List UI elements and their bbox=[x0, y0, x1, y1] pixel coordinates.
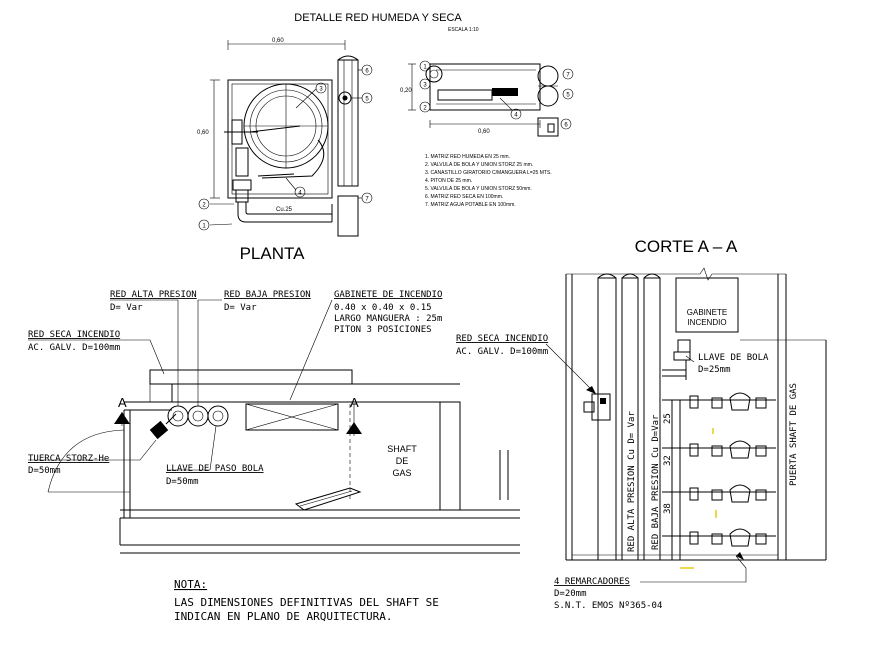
gabinete-hose: LARGO MANGUERA : 25m bbox=[334, 314, 442, 324]
remarc-title: 4 REMARCADORES bbox=[554, 577, 630, 587]
plan-dim-top: 0,60 bbox=[272, 38, 284, 44]
section-llave-bola: LLAVE DE BOLA bbox=[698, 353, 769, 363]
section-gabinete-l2: INCENDIO bbox=[687, 318, 726, 327]
legend-item-6: 6. MATRIZ RED SECA EN 100mm. bbox=[425, 194, 503, 200]
note-line-2: INDICAN EN PLANO DE ARQUITECTURA. bbox=[174, 610, 393, 623]
red-alta-d: D= Var bbox=[110, 303, 143, 313]
side-callout-7: 7 bbox=[566, 73, 570, 79]
tuerca-d: D=50mm bbox=[28, 466, 61, 476]
section-red-seca-title: RED SECA INCENDIO bbox=[456, 334, 548, 344]
legend-item-5: 5. VALVULA DE BOLA Y UNION STORZ 50mm. bbox=[425, 186, 532, 192]
remarc-d: D=20mm bbox=[554, 589, 587, 599]
section-llave-bola-d: D=25mm bbox=[698, 365, 731, 375]
num-38: 38 bbox=[663, 503, 673, 514]
side-callout-1: 1 bbox=[423, 65, 427, 71]
num-25: 25 bbox=[663, 413, 673, 424]
gabinete-title: GABINETE DE INCENDIO bbox=[334, 290, 442, 300]
plan-callout-7: 7 bbox=[365, 197, 369, 203]
section-gabinete-l1: GABINETE bbox=[687, 308, 727, 317]
plan-callouts: 1 2 3 4 5 6 7 bbox=[198, 64, 373, 231]
plan-view: 0,60 0,60 Cu.25 1 bbox=[197, 38, 373, 263]
plan-callout-2: 2 bbox=[202, 203, 206, 209]
floor-plan: A A RED ALTA PRESION D= Var RED BAJA PRE… bbox=[28, 290, 520, 554]
meter-row-2 bbox=[689, 440, 767, 459]
shaft-label-2: DE bbox=[396, 456, 409, 466]
num-32: 32 bbox=[663, 455, 673, 466]
vert-label-puerta: PUERTA SHAFT DE GAS bbox=[789, 383, 799, 486]
section-mark-left: A bbox=[118, 395, 127, 410]
red-baja-d: D= Var bbox=[224, 303, 257, 313]
side-callout-3: 3 bbox=[423, 83, 427, 89]
red-baja-title: RED BAJA PRESION bbox=[224, 290, 311, 300]
red-alta-title: RED ALTA PRESION bbox=[110, 290, 197, 300]
section-aa: CORTE A – A GABINETE INCENDIO bbox=[456, 237, 827, 611]
shaft-label-1: SHAFT bbox=[387, 444, 417, 454]
plan-callout-5: 5 bbox=[365, 97, 369, 103]
drawing-title: DETALLE RED HUMEDA Y SECA bbox=[294, 12, 462, 24]
red-seca-title: RED SECA INCENDIO bbox=[28, 330, 120, 340]
gabinete-nozzle: PITON 3 POSICIONES bbox=[334, 325, 432, 335]
meter-row-4 bbox=[689, 528, 767, 547]
legend-item-4: 4. PITON DE 25 mm. bbox=[425, 178, 472, 184]
note-title: NOTA: bbox=[174, 578, 207, 591]
side-dim-bottom: 0,60 bbox=[478, 129, 490, 135]
plan-heading: PLANTA bbox=[240, 244, 306, 263]
plan-callout-1: 1 bbox=[202, 224, 206, 230]
side-view: 0,20 0,60 1 2 3 4 5 6 bbox=[400, 60, 574, 137]
gabinete-dims: 0.40 x 0.40 x 0.15 bbox=[334, 303, 432, 313]
shaft-label-3: GAS bbox=[392, 468, 411, 478]
plan-callout-6: 6 bbox=[365, 69, 369, 75]
side-callout-5: 5 bbox=[566, 93, 570, 99]
section-heading: CORTE A – A bbox=[635, 237, 738, 256]
side-callout-6: 6 bbox=[564, 123, 568, 129]
side-callouts: 1 2 3 4 5 6 7 bbox=[419, 60, 574, 130]
legend-item-1: 1. MATRIZ RED HUMEDA EN 25 mm. bbox=[425, 154, 510, 160]
legend-item-3: 3. CANASTILLO GIRATORIO C/MANGUERA L=25 … bbox=[425, 170, 552, 176]
llave-paso-title: LLAVE DE PASO BOLA bbox=[166, 464, 264, 474]
note-line-1: LAS DIMENSIONES DEFINITIVAS DEL SHAFT SE bbox=[174, 596, 439, 609]
remarc-norm: S.N.T. EMOS Nº365-04 bbox=[554, 601, 662, 611]
legend-item-2: 2. VALVULA DE BOLA Y UNION STORZ 25 mm. bbox=[425, 162, 533, 168]
section-red-seca-sub: AC. GALV. D=100mm bbox=[456, 347, 548, 357]
plan-callout-4: 4 bbox=[298, 191, 302, 197]
meter-row-1 bbox=[689, 392, 767, 411]
legend-item-7: 7. MATRIZ AGUA POTABLE EN 100mm. bbox=[425, 202, 516, 208]
plan-pipe-label: Cu.25 bbox=[276, 207, 293, 213]
side-dim-left: 0,20 bbox=[400, 88, 412, 94]
legend: 1. MATRIZ RED HUMEDA EN 25 mm. 2. VALVUL… bbox=[425, 154, 552, 208]
meter-row-3 bbox=[689, 484, 767, 503]
plan-dim-left: 0,60 bbox=[197, 130, 209, 136]
note-block: NOTA: LAS DIMENSIONES DEFINITIVAS DEL SH… bbox=[174, 578, 439, 623]
red-seca-sub: AC. GALV. D=100mm bbox=[28, 343, 120, 353]
plan-callout-3: 3 bbox=[319, 87, 323, 93]
vert-label-alta: RED ALTA PRESION Cu D= Var bbox=[627, 411, 637, 552]
drawing-scale: ESCALA 1:10 bbox=[448, 27, 479, 33]
side-callout-4: 4 bbox=[514, 113, 518, 119]
vert-label-baja: RED BAJA PRESION Cu D=Var bbox=[651, 414, 661, 550]
side-callout-2: 2 bbox=[423, 106, 427, 112]
tuerca-title: TUERCA STORZ-He bbox=[28, 454, 109, 464]
llave-paso-d: D=50mm bbox=[166, 477, 199, 487]
section-mark-right: A bbox=[350, 395, 359, 410]
